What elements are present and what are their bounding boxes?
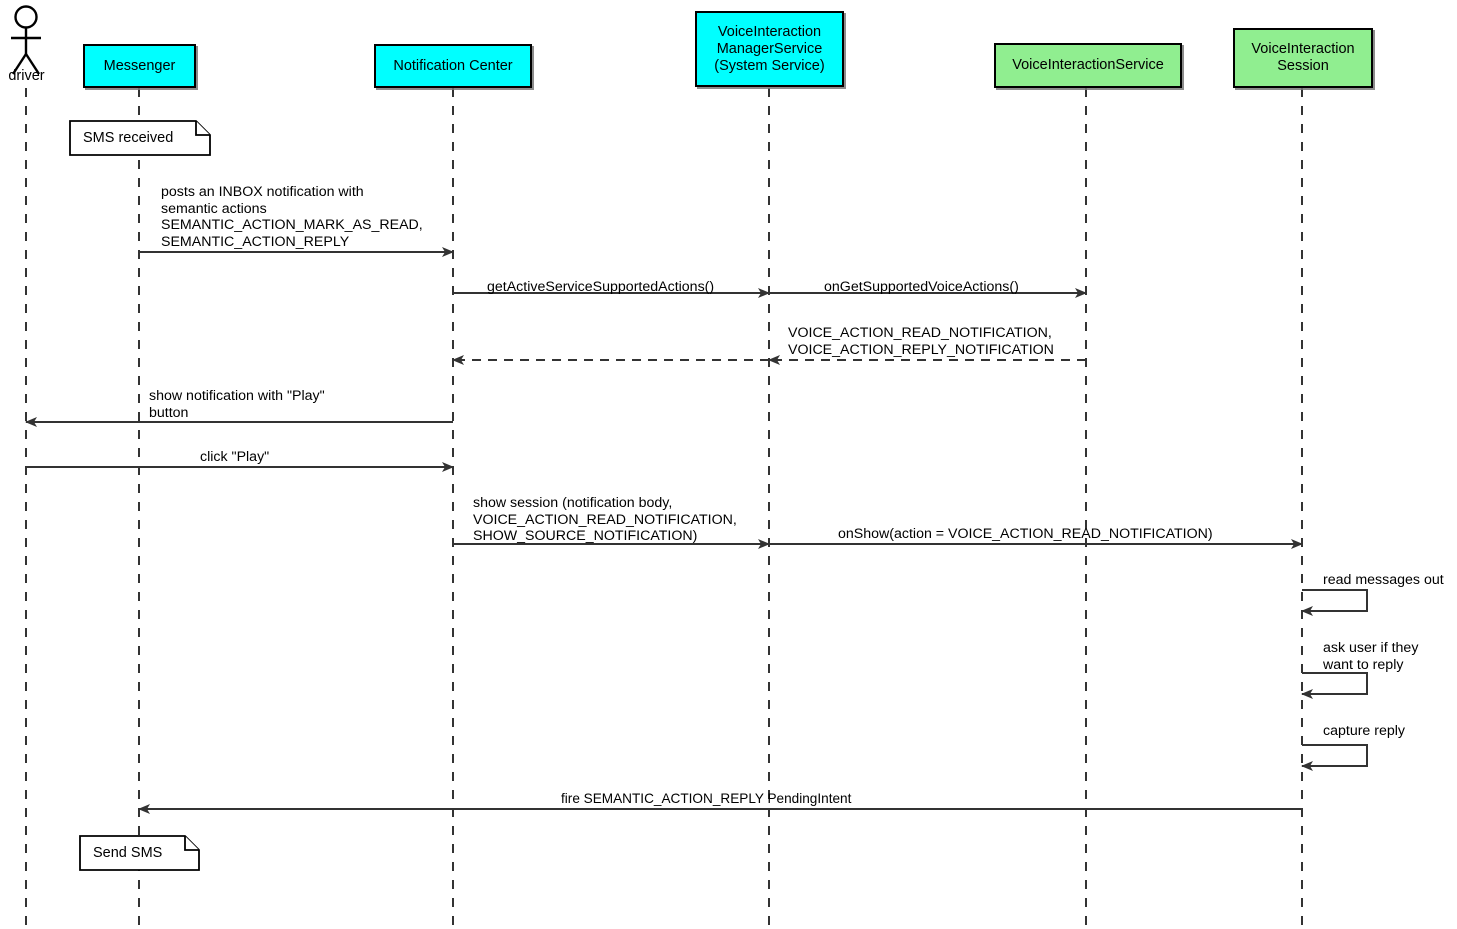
note-sms-received-text: SMS received: [83, 130, 174, 146]
driver-actor-label: driver: [8, 68, 45, 84]
participant-messenger-label: Messenger: [103, 57, 176, 74]
participant-messenger[interactable]: Messenger: [83, 44, 196, 88]
note-send-sms: Send SMS: [80, 836, 199, 870]
self-read-messages-out-path: [1301, 589, 1368, 616]
label-self-ask-user-if-they-want-to-reply: ask user if they want to reply: [1323, 640, 1419, 673]
driver-actor-figure: [11, 5, 41, 75]
note-sms-received: SMS received: [70, 121, 210, 155]
participant-voice-interaction-service[interactable]: VoiceInteractionService: [994, 43, 1182, 88]
note-send-sms-text: Send SMS: [93, 845, 163, 861]
self-message-loops: [1301, 589, 1368, 771]
label-msg-on-get-supported-voice-actions: onGetSupportedVoiceActions(): [824, 279, 1019, 295]
label-msg-post-inbox-notification: posts an INBOX notification with semanti…: [161, 184, 423, 250]
participant-voice-interaction-manager-service[interactable]: VoiceInteraction ManagerService (System …: [695, 11, 844, 87]
label-msg-click-play: click "Play": [200, 449, 270, 465]
participant-voice-interaction-session[interactable]: VoiceInteraction Session: [1233, 28, 1373, 88]
note-sms-received-fold: [195, 121, 210, 136]
participant-notification-center-label: Notification Center: [393, 57, 513, 74]
participant-voice-interaction-manager-service-label: VoiceInteraction ManagerService (System …: [714, 23, 825, 74]
label-self-read-messages-out: read messages out: [1323, 572, 1444, 588]
self-ask-user-if-they-want-to-reply-path: [1301, 672, 1368, 699]
label-msg-get-active-service-supported-actions: getActiveServiceSupportedActions(): [487, 279, 715, 295]
label-msg-return-voice-actions: VOICE_ACTION_READ_NOTIFICATION, VOICE_AC…: [788, 325, 1054, 358]
label-msg-show-notification-with-play-button: show notification with "Play" button: [149, 388, 325, 421]
participant-voice-interaction-service-label: VoiceInteractionService: [1012, 57, 1164, 73]
label-self-capture-reply: capture reply: [1323, 723, 1406, 739]
label-msg-fire-semantic-action-reply-pendingintent: fire SEMANTIC_ACTION_REPLY PendingIntent: [561, 791, 852, 806]
label-msg-show-session: show session (notification body, VOICE_A…: [473, 495, 737, 544]
self-capture-reply-path: [1301, 744, 1368, 771]
lifelines: [25, 88, 1303, 929]
message-arrows: [25, 247, 1303, 814]
note-shapes: [69, 120, 211, 871]
label-msg-on-show: onShow(action = VOICE_ACTION_READ_NOTIFI…: [838, 526, 1213, 542]
note-send-sms-shape: [79, 835, 200, 871]
participant-notification-center[interactable]: Notification Center: [374, 44, 532, 88]
participant-voice-interaction-session-label: VoiceInteraction Session: [1251, 41, 1355, 74]
note-sms-received-shape: [69, 120, 211, 156]
note-send-sms-fold: [184, 836, 199, 851]
